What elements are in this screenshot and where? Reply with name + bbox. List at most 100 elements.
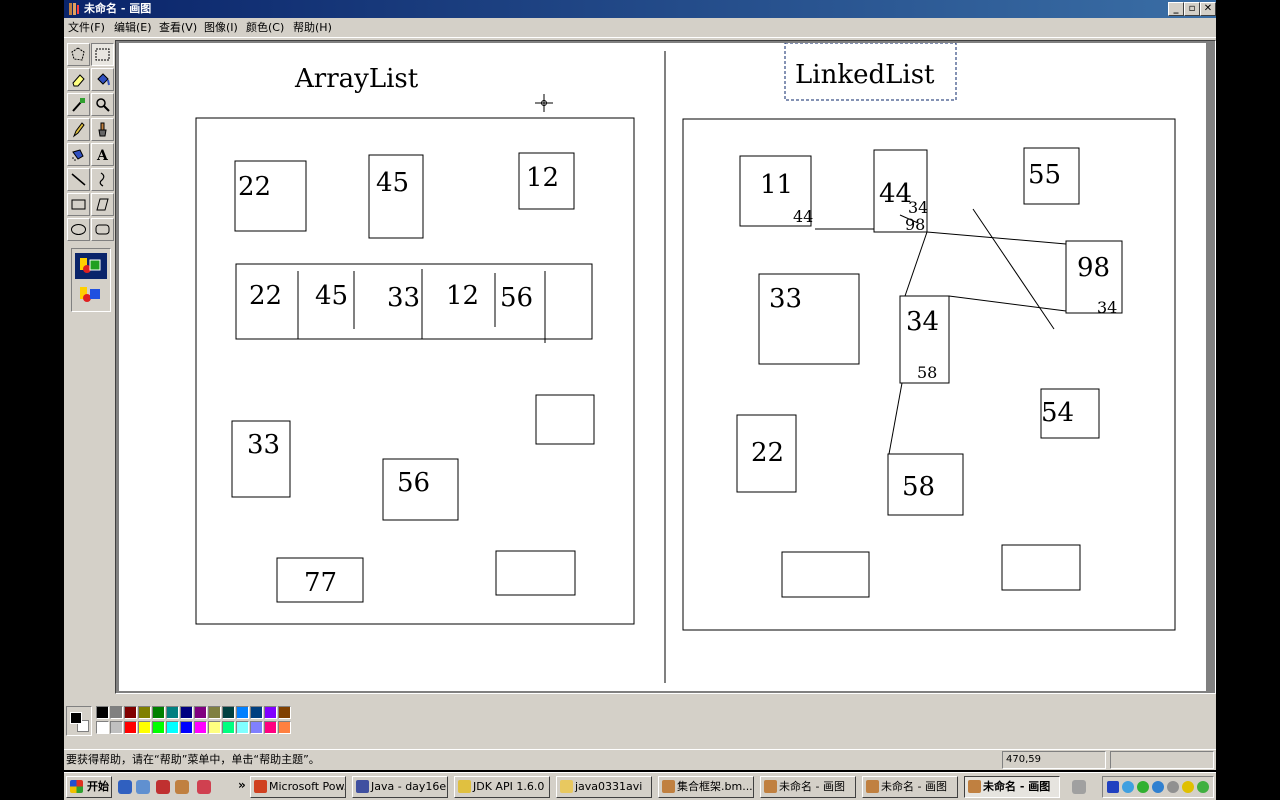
tray-security-icon[interactable] — [1137, 781, 1149, 793]
line-icon — [71, 173, 86, 186]
start-button[interactable]: 开始 — [66, 776, 112, 798]
taskbar-item-powerpoint[interactable]: Microsoft Pow... — [250, 776, 346, 798]
color-swatch[interactable] — [166, 706, 179, 719]
color-swatch[interactable] — [208, 706, 221, 719]
color-swatch[interactable] — [180, 706, 193, 719]
color-swatch[interactable] — [124, 721, 137, 734]
taskbar-item-folder[interactable]: java0331avi — [556, 776, 652, 798]
quicklaunch-paint-icon[interactable] — [175, 780, 189, 794]
tray-alert-icon[interactable] — [1182, 781, 1194, 793]
menu-file[interactable]: 文件(F) — [68, 21, 105, 34]
color-swatch[interactable] — [236, 706, 249, 719]
quicklaunch-more[interactable]: » — [238, 778, 246, 792]
menu-view[interactable]: 查看(V) — [159, 21, 198, 34]
color-swatch[interactable] — [166, 721, 179, 734]
paint-window: 未命名 - 画图 _ ▫ ✕ 文件(F) 编辑(E) 查看(V) 图像(I) 颜… — [64, 0, 1216, 770]
quicklaunch-app-icon[interactable] — [197, 780, 211, 794]
color-swatch[interactable] — [110, 706, 123, 719]
arraylist-box-12 — [518, 152, 575, 210]
text-icon: A — [96, 148, 109, 163]
menu-colors[interactable]: 颜色(C) — [246, 21, 285, 34]
color-swatch[interactable] — [124, 706, 137, 719]
menu-edit[interactable]: 编辑(E) — [114, 21, 152, 34]
linked-box-44 — [873, 149, 928, 233]
tool-rectangle[interactable] — [67, 193, 90, 216]
quicklaunch-ie-icon[interactable] — [118, 780, 132, 794]
quicklaunch-desktop-icon[interactable] — [136, 780, 150, 794]
taskbar-item-paint-1[interactable]: 未命名 - 画图 — [760, 776, 856, 798]
foreground-color[interactable] — [70, 712, 82, 724]
selection-marquee — [784, 42, 957, 101]
keyboard-icon[interactable] — [1072, 780, 1086, 794]
color-swatch[interactable] — [194, 706, 207, 719]
tray-shield-icon[interactable] — [1197, 781, 1209, 793]
tool-pencil[interactable] — [67, 118, 90, 141]
color-swatch[interactable] — [194, 721, 207, 734]
color-swatch[interactable] — [96, 706, 109, 719]
quicklaunch-media-icon[interactable] — [156, 780, 170, 794]
arraylist-box-label: 12 — [526, 163, 559, 193]
arraylist-box-empty-2 — [495, 550, 576, 596]
color-swatch[interactable] — [110, 721, 123, 734]
color-swatch[interactable] — [152, 706, 165, 719]
tool-color-picker[interactable] — [67, 93, 90, 116]
title-bar[interactable]: 未命名 - 画图 _ ▫ ✕ — [64, 0, 1216, 18]
canvas-area: ArrayList LinkedList 22 45 12 33 56 77 2… — [115, 40, 1216, 694]
drawing-canvas[interactable]: ArrayList LinkedList 22 45 12 33 56 77 2… — [119, 42, 1206, 691]
taskbar-item-java[interactable]: Java - day16e... — [352, 776, 448, 798]
menu-image[interactable]: 图像(I) — [204, 21, 238, 34]
color-swatch[interactable] — [236, 721, 249, 734]
array-cell-label: 22 — [249, 281, 282, 311]
option-transparent[interactable] — [75, 282, 107, 308]
tool-free-select[interactable] — [67, 43, 90, 66]
linked-node-value: 98 — [1077, 253, 1110, 283]
drawing: ArrayList LinkedList 22 45 12 33 56 77 2… — [195, 42, 1176, 683]
tool-text[interactable]: A — [91, 143, 114, 166]
color-swatch[interactable] — [222, 721, 235, 734]
color-swatch[interactable] — [152, 721, 165, 734]
tray-network-icon[interactable] — [1122, 781, 1134, 793]
color-swatch[interactable] — [138, 721, 151, 734]
taskbar-item-jdk-api[interactable]: JDK API 1.6.0 ... — [454, 776, 550, 798]
tool-polygon[interactable] — [91, 193, 114, 216]
paint-app-icon — [69, 3, 79, 15]
tool-line[interactable] — [67, 168, 90, 191]
color-swatch[interactable] — [278, 706, 291, 719]
close-button[interactable]: ✕ — [1200, 2, 1216, 16]
color-swatch[interactable] — [264, 721, 277, 734]
color-swatch[interactable] — [208, 721, 221, 734]
rounded-rect-icon — [95, 224, 110, 235]
color-swatch[interactable] — [264, 706, 277, 719]
arraylist-container — [195, 117, 635, 625]
tray-volume-icon[interactable] — [1167, 781, 1179, 793]
linked-box-58 — [887, 453, 964, 516]
menu-help[interactable]: 帮助(H) — [293, 21, 332, 34]
tool-magnifier[interactable] — [91, 93, 114, 116]
color-swatch[interactable] — [180, 721, 193, 734]
tool-brush[interactable] — [91, 118, 114, 141]
tool-curve[interactable] — [91, 168, 114, 191]
color-palette — [64, 700, 364, 740]
taskbar-item-paint-active[interactable]: 未命名 - 画图 — [964, 776, 1060, 798]
color-swatch[interactable] — [278, 721, 291, 734]
tool-rounded-rect[interactable] — [91, 218, 114, 241]
color-swatch[interactable] — [96, 721, 109, 734]
tool-ellipse[interactable] — [67, 218, 90, 241]
color-swatch[interactable] — [250, 706, 263, 719]
tool-airbrush[interactable] — [67, 143, 90, 166]
color-swatch[interactable] — [222, 706, 235, 719]
tool-eraser[interactable] — [67, 68, 90, 91]
linked-node-prev: 34 — [908, 198, 928, 217]
arraylist-box-label: 33 — [247, 430, 280, 460]
minimize-button[interactable]: _ — [1168, 2, 1184, 16]
taskbar-item-paint-file[interactable]: 集合框架.bm... — [658, 776, 754, 798]
restore-button[interactable]: ▫ — [1184, 2, 1200, 16]
tray-app-icon[interactable] — [1107, 781, 1119, 793]
color-swatch[interactable] — [250, 721, 263, 734]
tray-update-icon[interactable] — [1152, 781, 1164, 793]
option-opaque[interactable] — [75, 253, 107, 279]
tool-rect-select[interactable] — [91, 43, 114, 66]
taskbar-item-paint-2[interactable]: 未命名 - 画图 — [862, 776, 958, 798]
color-swatch[interactable] — [138, 706, 151, 719]
tool-fill[interactable] — [91, 68, 114, 91]
